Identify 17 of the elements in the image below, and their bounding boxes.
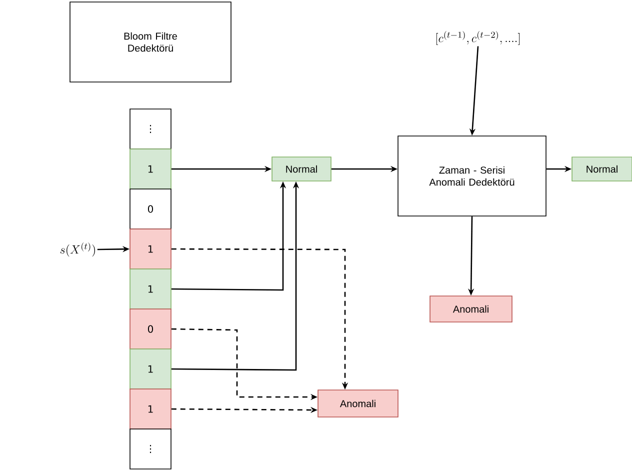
bit-cell: 1 [130, 268, 172, 310]
bit-cell: ⋮ [130, 428, 172, 470]
formula-label: $[c^{(t-1)}, c^{(t-2)}, ....]$ [436, 30, 520, 46]
detector-box: Zaman - Serisi Anomali Dedektörü [398, 136, 546, 216]
result-label: Normal [272, 156, 332, 182]
bit-cell: 1 [130, 388, 172, 430]
formula-label: $s(X^{(t)})$ [60, 242, 96, 257]
result-label: Anomali [318, 390, 398, 418]
result-label: Normal [572, 156, 632, 182]
bit-cell: 0 [130, 188, 172, 230]
bit-cell: 0 [130, 308, 172, 350]
bit-cell: ⋮ [130, 108, 172, 150]
bit-cell: 1 [130, 348, 172, 390]
bit-cell: 1 [130, 148, 172, 190]
bit-cell: 1 [130, 228, 172, 270]
detector-box: Bloom Filtre Dedektörü [70, 2, 232, 82]
result-label: Anomali [430, 296, 512, 322]
